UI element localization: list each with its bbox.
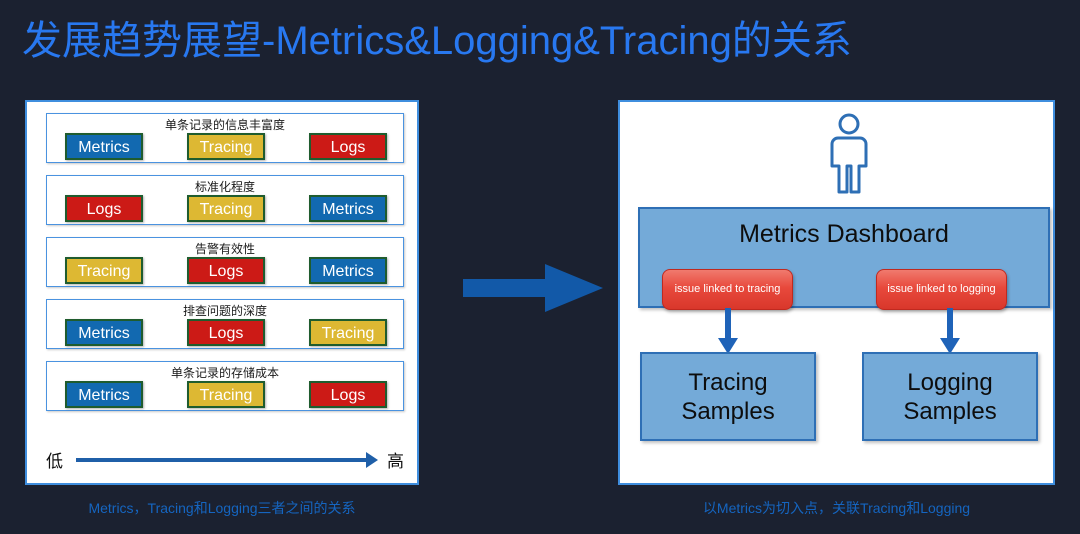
axis-arrowhead-icon (366, 452, 378, 468)
badge-logs: Logs (187, 257, 265, 284)
table-row: 排查问题的深度 Metrics Logs Tracing (46, 299, 404, 349)
logging-samples-box: Logging Samples (862, 352, 1038, 441)
badge-tracing: Tracing (187, 195, 265, 222)
row-label: 排查问题的深度 (182, 304, 267, 318)
row-label: 单条记录的信息丰富度 (164, 118, 285, 132)
table-row: 单条记录的存储成本 Metrics Tracing Logs (46, 361, 404, 411)
down-arrow-icon-tracing (716, 308, 740, 354)
badge-metrics: Metrics (65, 133, 143, 160)
left-comparison-panel: 单条记录的信息丰富度 Metrics Tracing Logs 标准化程度 Lo… (25, 100, 419, 485)
row-badges: Metrics Tracing Logs (47, 133, 403, 161)
badge-logs: Logs (309, 133, 387, 160)
row-label: 标准化程度 (194, 180, 255, 194)
row-label: 告警有效性 (194, 242, 255, 256)
badge-logs: Logs (187, 319, 265, 346)
badge-metrics: Metrics (309, 257, 387, 284)
badge-metrics: Metrics (309, 195, 387, 222)
row-badges: Metrics Logs Tracing (47, 319, 403, 347)
badge-logs: Logs (65, 195, 143, 222)
row-badges: Logs Tracing Metrics (47, 195, 403, 223)
right-panel-caption: 以Metrics为切入点，关联Tracing和Logging (702, 500, 971, 516)
tracing-samples-box: Tracing Samples (640, 352, 816, 441)
badge-tracing: Tracing (65, 257, 143, 284)
row-badges: Tracing Logs Metrics (47, 257, 403, 285)
table-row: 告警有效性 Tracing Logs Metrics (46, 237, 404, 287)
axis-high-label: 高 (387, 452, 404, 471)
metrics-dashboard-title: Metrics Dashboard (739, 220, 949, 248)
row-label: 单条记录的存储成本 (170, 366, 279, 380)
badge-metrics: Metrics (65, 319, 143, 346)
badge-logs: Logs (309, 381, 387, 408)
down-arrow-icon-logging (938, 308, 962, 354)
page-title: 发展趋势展望-Metrics&Logging&Tracing的关系 (22, 19, 852, 63)
badge-tracing: Tracing (309, 319, 387, 346)
issue-linked-to-logging-button[interactable]: issue linked to logging (876, 269, 1007, 310)
badge-tracing: Tracing (187, 381, 265, 408)
table-row: 标准化程度 Logs Tracing Metrics (46, 175, 404, 225)
left-panel-caption: Metrics，Tracing和Logging三者之间的关系 (88, 500, 356, 516)
badge-metrics: Metrics (65, 381, 143, 408)
person-icon (818, 112, 880, 194)
axis-line (76, 458, 370, 462)
badge-tracing: Tracing (187, 133, 265, 160)
table-row: 单条记录的信息丰富度 Metrics Tracing Logs (46, 113, 404, 163)
low-to-high-axis: 低 高 (46, 445, 404, 475)
row-badges: Metrics Tracing Logs (47, 381, 403, 409)
right-arrow-icon (463, 264, 603, 312)
ranking-rows: 单条记录的信息丰富度 Metrics Tracing Logs 标准化程度 Lo… (46, 113, 404, 423)
issue-linked-to-tracing-button[interactable]: issue linked to tracing (662, 269, 793, 310)
metrics-dashboard-box: Metrics Dashboard issue linked to tracin… (638, 207, 1050, 310)
axis-low-label: 低 (46, 452, 63, 471)
